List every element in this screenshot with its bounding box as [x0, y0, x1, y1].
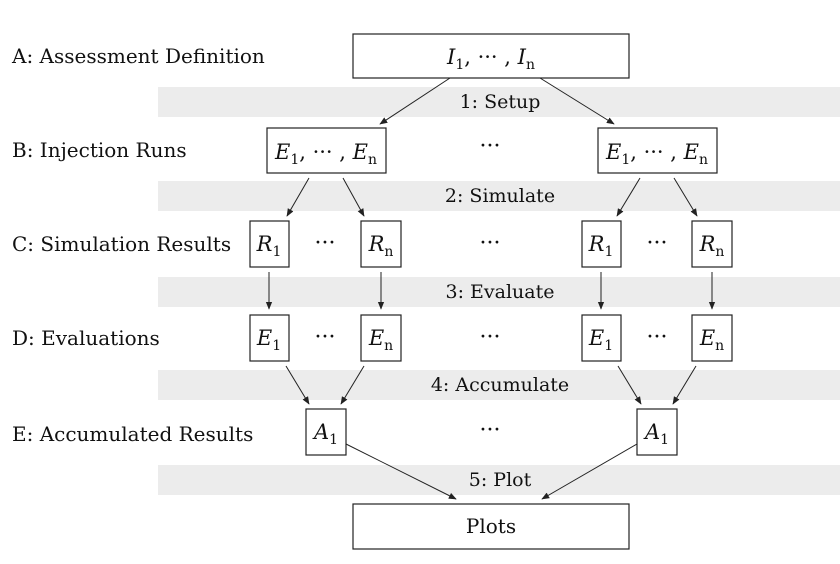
- node-evaluation-left-n: En: [360, 314, 402, 362]
- node-injection-run-left: E1, ··· , En: [266, 127, 387, 174]
- node-plots: Plots: [352, 503, 630, 550]
- ellipsis-row-d-left: ···: [315, 325, 336, 350]
- edge-accumulate-left-1: [285, 365, 310, 405]
- ellipsis-row-d-middle: ···: [480, 325, 501, 350]
- svg-text:Rn: Rn: [368, 232, 394, 260]
- phase-label-accumulate: 4: Accumulate: [431, 374, 569, 396]
- edge-plot-left: [345, 443, 457, 500]
- node-sim-result-left-1: R1: [249, 220, 290, 268]
- edge-accumulate-right-1: [617, 365, 642, 405]
- phase-band-plot: [158, 465, 840, 495]
- node-evaluation-right-n: En: [691, 314, 733, 362]
- row-label-accumulated-results: E: Accumulated Results: [12, 422, 253, 446]
- edge-accumulate-right-n: [672, 365, 697, 405]
- row-label-simulation-results: C: Simulation Results: [12, 232, 231, 256]
- svg-text:Rn: Rn: [699, 232, 725, 260]
- svg-text:Plots: Plots: [466, 514, 516, 538]
- node-sim-result-right-n: Rn: [691, 220, 733, 268]
- phase-label-plot: 5: Plot: [469, 469, 532, 491]
- ellipsis-row-c-middle: ···: [480, 231, 501, 256]
- edge-setup-left: [379, 77, 451, 125]
- svg-text:En: En: [699, 326, 724, 354]
- edges: [265, 77, 716, 500]
- ellipsis-row-c-left: ···: [315, 231, 336, 256]
- node-evaluation-left-1: E1: [249, 314, 290, 362]
- edge-simulate-left-n: [342, 177, 365, 217]
- svg-text:R1: R1: [588, 232, 614, 260]
- svg-text:E1: E1: [256, 326, 281, 354]
- node-assessment-definition: I1, ··· , In: [352, 33, 630, 79]
- edge-setup-right: [539, 77, 615, 125]
- ellipsis-row-c-right: ···: [647, 231, 668, 256]
- row-label-assessment-definition: A: Assessment Definition: [11, 44, 265, 68]
- row-label-evaluations: D: Evaluations: [12, 326, 160, 350]
- svg-text:A1: A1: [312, 420, 338, 448]
- edge-accumulate-left-n: [340, 365, 365, 405]
- phase-label-simulate: 2: Simulate: [445, 185, 555, 207]
- node-evaluation-right-1: E1: [581, 314, 622, 362]
- node-sim-result-left-n: Rn: [360, 220, 402, 268]
- edge-simulate-left-1: [286, 177, 310, 217]
- node-injection-run-right: E1, ··· , En: [597, 127, 718, 174]
- node-accumulated-left: A1: [305, 408, 347, 456]
- ellipsis-row-b: ···: [480, 134, 501, 159]
- ellipsis-row-e: ···: [480, 418, 501, 443]
- svg-text:A1: A1: [643, 420, 669, 448]
- phase-band-setup: [158, 87, 840, 117]
- phase-band-simulate: [158, 181, 840, 211]
- svg-text:En: En: [368, 326, 393, 354]
- node-sim-result-right-1: R1: [581, 220, 622, 268]
- phase-label-evaluate: 3: Evaluate: [446, 281, 555, 303]
- svg-text:E1, ··· , En: E1, ··· , En: [605, 140, 708, 168]
- phase-band-accumulate: [158, 370, 840, 400]
- svg-text:E1: E1: [588, 326, 613, 354]
- node-accumulated-right: A1: [636, 408, 678, 456]
- ellipsis-row-d-right: ···: [647, 325, 668, 350]
- edge-simulate-right-1: [616, 177, 641, 217]
- svg-text:I1, ··· , In: I1, ··· , In: [446, 45, 535, 73]
- svg-text:R1: R1: [256, 232, 282, 260]
- edge-simulate-right-n: [673, 177, 698, 217]
- svg-text:E1, ··· , En: E1, ··· , En: [274, 140, 377, 168]
- phase-label-setup: 1: Setup: [460, 91, 541, 113]
- row-label-injection-runs: B: Injection Runs: [12, 138, 187, 162]
- edge-plot-right: [541, 443, 638, 500]
